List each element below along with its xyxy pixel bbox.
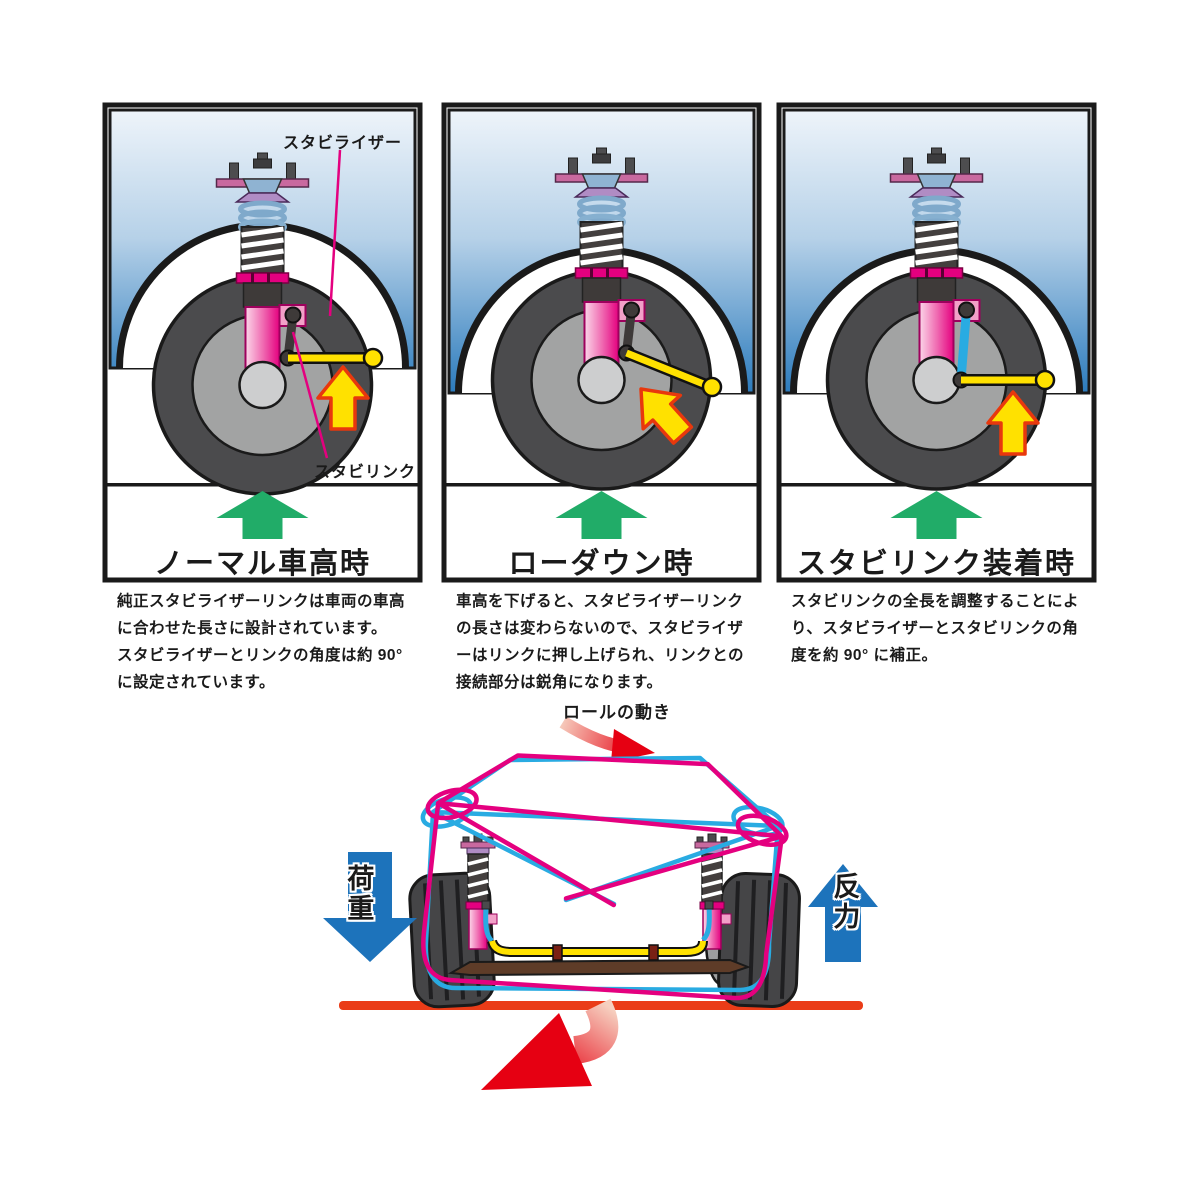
stabilizer-label: スタビライザー xyxy=(283,135,403,152)
stabilizer-bar-tilted xyxy=(624,347,723,398)
right-stabilink xyxy=(701,900,714,942)
panel-title-lowered: ローダウン時 xyxy=(508,548,695,580)
panel-title-stabilink: スタビリンク装着時 xyxy=(796,548,1076,580)
stabilizer-bar xyxy=(288,347,384,369)
panel-desc-stabilink: スタビリンクの全長を調整することによ り、スタビライザーとスタビリンクの角 度を… xyxy=(791,593,1080,664)
panel-normal-illustration xyxy=(102,102,423,583)
green-up-arrow xyxy=(890,491,983,539)
roll-direction-arrow xyxy=(559,716,655,762)
roll-diagram xyxy=(323,716,878,1090)
reaction-up-arrow xyxy=(808,864,878,962)
stabilizer-leader-line xyxy=(328,149,342,317)
panel-border xyxy=(776,102,1097,583)
stabilink-leader-line xyxy=(291,331,329,459)
wheel-hub xyxy=(577,355,626,405)
panel-title-normal: ノーマル車高時 xyxy=(153,548,371,580)
panel-desc-normal: 純正スタビライザーリンクは車両の車高 に合わせた長さに設計されています。 スタビ… xyxy=(117,593,406,691)
panel-stabilink-illustration xyxy=(776,102,1097,583)
green-up-arrow xyxy=(216,491,309,539)
understeer-reaction-arrow-bottom xyxy=(481,998,619,1090)
panel-desc-lowered: 車高を下げると、スタビライザーリンク の長さは変わらないので、スタビライザ ーは… xyxy=(456,593,745,691)
panel-border xyxy=(102,102,423,583)
green-up-arrow xyxy=(555,491,648,539)
axle-beam xyxy=(447,958,751,977)
load-down-arrow xyxy=(323,852,417,962)
panel-border xyxy=(441,102,762,583)
stabilizer-bar-bottom xyxy=(487,939,708,961)
roll-motion-label: ロールの動き xyxy=(563,703,671,722)
wheel-hub xyxy=(238,360,287,410)
stabilink-label: スタビリンク xyxy=(314,464,417,481)
load-label: 荷重 xyxy=(343,864,374,924)
panel-lowered-illustration xyxy=(441,102,762,583)
stabilizer-bar xyxy=(961,369,1056,391)
reaction-label: 反力 xyxy=(829,872,860,932)
left-stabilink xyxy=(481,900,494,943)
